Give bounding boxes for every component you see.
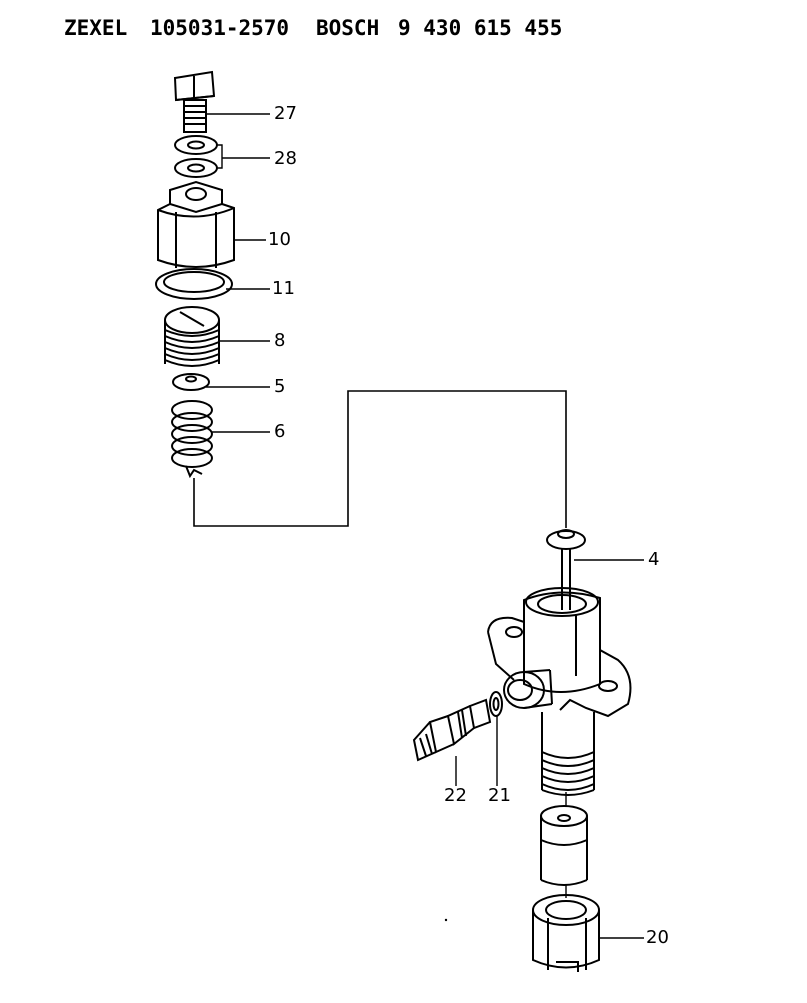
part-number-b: 9 430 615 455 <box>398 16 563 40</box>
part-22-inlet-connector <box>412 698 492 762</box>
part-5-spring-seat <box>172 373 210 391</box>
diagram-header: ZEXEL 105031-2570 BOSCH 9 430 615 455 <box>64 16 664 46</box>
callout-10: 10 <box>268 229 291 250</box>
speck <box>444 918 448 922</box>
callout-22: 22 <box>444 785 467 806</box>
callout-4: 4 <box>648 549 660 570</box>
part-6-spring <box>171 400 213 479</box>
assembly-route-line <box>193 390 567 528</box>
part-27-bolt <box>173 70 216 133</box>
inlet-boss <box>503 669 553 709</box>
part-8-holder <box>164 306 220 367</box>
callout-8: 8 <box>274 330 286 351</box>
part-20-retaining-nut <box>532 894 600 972</box>
callout-28: 28 <box>274 148 297 169</box>
callout-27: 27 <box>274 103 297 124</box>
part-28-gaskets <box>174 135 218 178</box>
part-21-washer <box>489 691 503 717</box>
nozzle <box>540 805 588 886</box>
part-10-cap-nut <box>157 180 235 268</box>
callout-6: 6 <box>274 421 286 442</box>
maker-a: ZEXEL <box>64 16 128 40</box>
callout-5: 5 <box>274 376 286 397</box>
callout-11: 11 <box>272 278 295 299</box>
part-number-a: 105031-2570 <box>150 16 290 40</box>
nozzle-holder-body <box>487 587 632 718</box>
part-4-pin <box>546 529 586 610</box>
part-11-gasket-ring <box>155 268 233 300</box>
body-lower-thread <box>541 712 595 796</box>
leader-lines <box>206 113 644 939</box>
callout-20: 20 <box>646 927 669 948</box>
maker-b: BOSCH <box>316 16 380 40</box>
callout-21: 21 <box>488 785 511 806</box>
